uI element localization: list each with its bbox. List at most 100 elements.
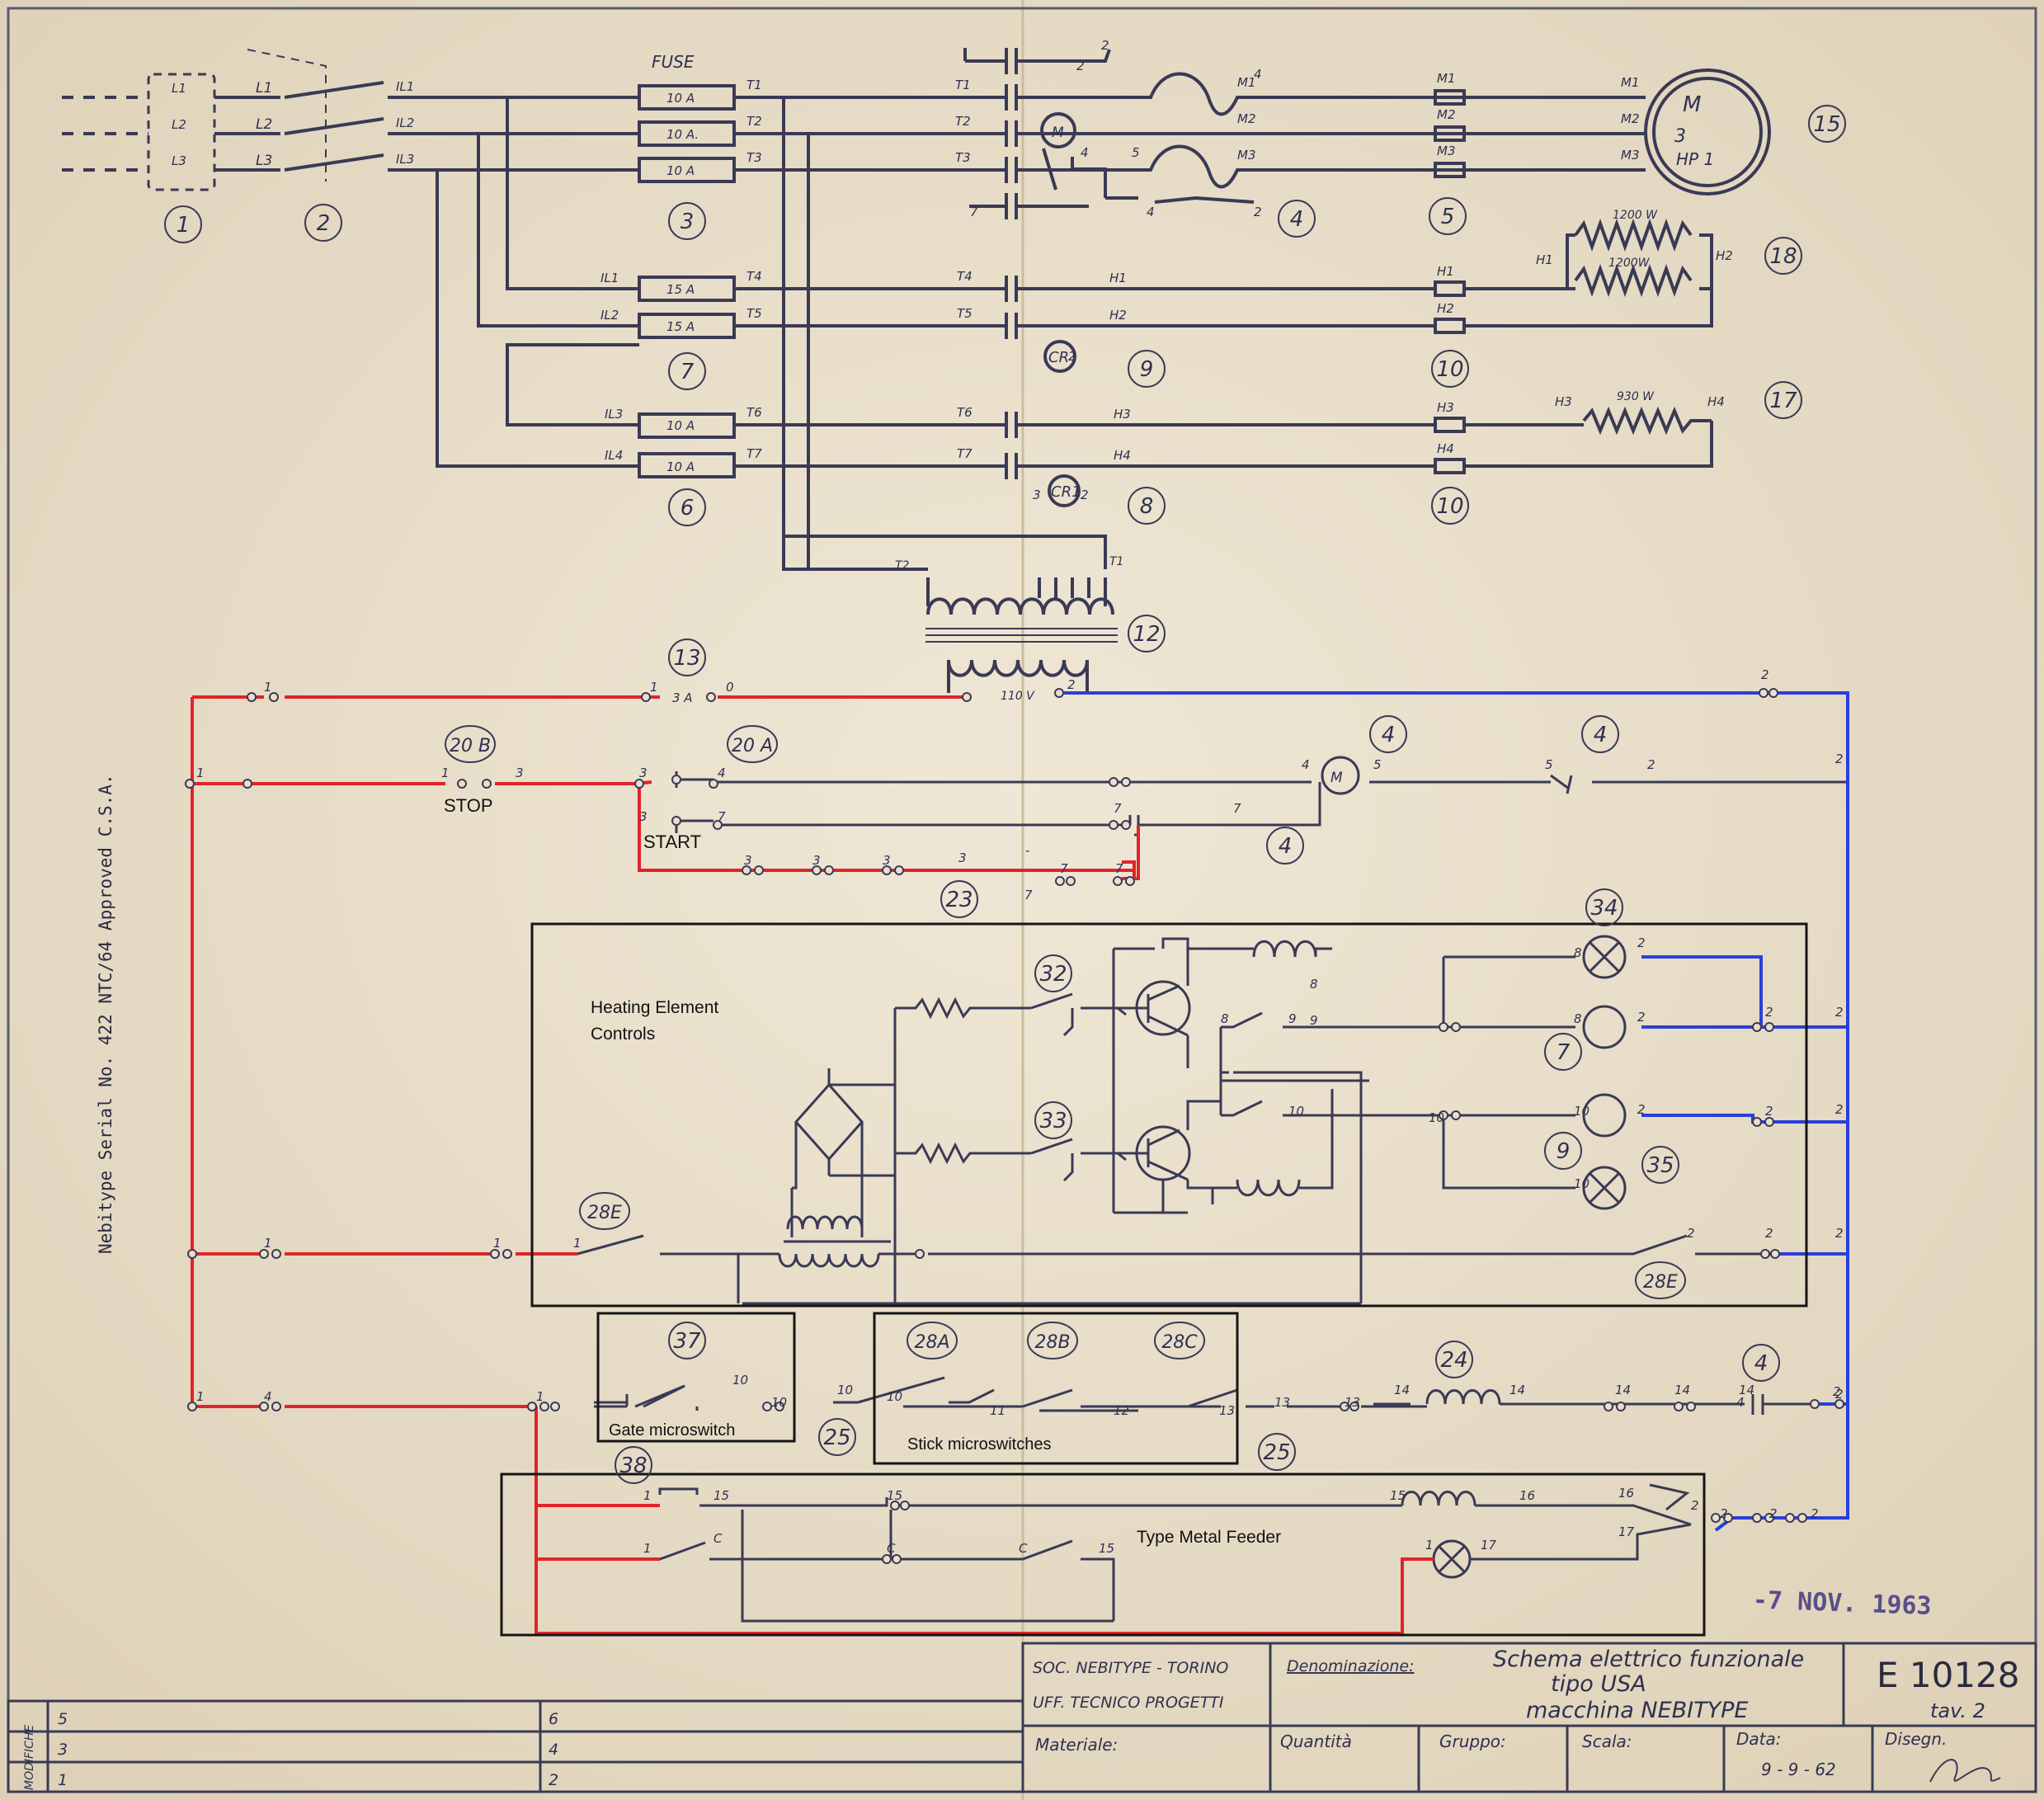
wire-number: 16 xyxy=(1519,1488,1535,1503)
wire-number: 15 xyxy=(1099,1541,1114,1556)
wire-number: 2 xyxy=(1068,349,1076,364)
materiale-label: Materiale: xyxy=(1035,1735,1118,1755)
ref-bubble: 4 xyxy=(1369,715,1407,753)
ref-bubble-label: 28C xyxy=(1161,1332,1198,1353)
wire-number: 3 xyxy=(744,853,752,868)
gruppo-label: Gruppo: xyxy=(1439,1732,1506,1751)
wire-number: 17 xyxy=(1618,1524,1635,1539)
ref-bubble: 4 xyxy=(1742,1344,1780,1382)
label-h4-c: H4 xyxy=(1437,441,1454,456)
timer-motor-m: M xyxy=(1052,125,1064,141)
terminal-dot xyxy=(1674,1402,1684,1411)
label-m1-b: M1 xyxy=(1437,71,1456,86)
terminal-dot xyxy=(754,865,764,875)
ref-bubble: 34 xyxy=(1585,888,1623,926)
wire-number: 3 xyxy=(883,853,891,868)
transformer-t1: T1 xyxy=(1109,555,1123,568)
terminal-dot xyxy=(671,816,681,826)
wire-number: 4 xyxy=(1254,67,1262,82)
terminal-dot xyxy=(1723,1513,1733,1523)
ref-bubble-label: 13 xyxy=(673,646,700,671)
terminal-dot xyxy=(882,1554,892,1564)
ref-bubble-outline xyxy=(1128,615,1166,653)
wire-number: 10 xyxy=(771,1395,787,1410)
ref-bubble-outline xyxy=(727,725,778,763)
terminal-dot xyxy=(1066,876,1076,886)
terminal-dot xyxy=(900,1501,910,1510)
motor-three: 3 xyxy=(1674,126,1686,147)
ref-bubble-outline xyxy=(445,725,496,763)
ref-bubble-label: 33 xyxy=(1039,1109,1067,1133)
wire-number: 5 xyxy=(1373,757,1382,772)
ref-bubble: 28C xyxy=(1154,1322,1205,1359)
wire-number: 1 xyxy=(573,1236,582,1251)
wire-number: 2 xyxy=(1637,1010,1646,1025)
ref-bubble-label: 5 xyxy=(1441,205,1455,229)
sheet-tav: tav. 2 xyxy=(1930,1699,1985,1722)
wire-number: 8 xyxy=(1574,1011,1582,1026)
label-h1: H1 xyxy=(1536,252,1553,267)
ref-bubble-outline xyxy=(1128,350,1166,388)
ref-bubble: 4 xyxy=(1278,200,1316,238)
wire-number: 13 xyxy=(1219,1403,1235,1418)
wire-number: 11 xyxy=(990,1403,1006,1418)
ref-bubble: 13 xyxy=(668,638,706,676)
heater-1200w-b: 1200W xyxy=(1608,257,1651,270)
wire-number: 2 xyxy=(1835,1102,1844,1117)
terminal-dot xyxy=(1686,1402,1696,1411)
terminal-label: T7 xyxy=(746,446,762,461)
ref-bubble-outline xyxy=(1154,1322,1205,1359)
wire-number: - xyxy=(1025,843,1029,858)
ref-bubble: 9 xyxy=(1128,350,1166,388)
terminal-dot xyxy=(634,779,644,789)
terminal-dot xyxy=(713,820,723,830)
label-h2: H2 xyxy=(1716,248,1733,263)
ref-bubble: 35 xyxy=(1641,1146,1679,1184)
terminal-dot xyxy=(1764,1022,1774,1032)
ref-bubble-outline xyxy=(579,1192,630,1230)
terminal-dot xyxy=(1764,1117,1774,1127)
ref-bubble: 24 xyxy=(1435,1341,1473,1378)
wire-number: 1 xyxy=(441,766,450,780)
ref-bubble: 25 xyxy=(1258,1433,1296,1471)
ref-bubble-outline xyxy=(668,638,706,676)
fuse-header: FUSE xyxy=(652,52,695,72)
ref-bubble: 1 xyxy=(164,205,202,243)
ref-bubble: 32 xyxy=(1034,954,1072,992)
ref-bubble-label: 7 xyxy=(1557,1040,1571,1065)
terminal-dot xyxy=(812,865,822,875)
wire-number: 5 xyxy=(1545,757,1553,772)
terminal-dot xyxy=(1121,820,1131,830)
wire-number: 7 xyxy=(1233,801,1241,816)
ref-bubble-outline xyxy=(1266,827,1304,865)
wire-number: 1 xyxy=(196,766,205,780)
wire-number: 2 xyxy=(1691,1498,1699,1513)
ref-bubble-outline xyxy=(1544,1132,1582,1170)
label-h3: H3 xyxy=(1555,394,1572,409)
title-line-2: tipo USA xyxy=(1551,1671,1646,1697)
main-motor-m: M xyxy=(1330,770,1343,786)
terminal-dot xyxy=(709,779,718,789)
heating-title-1: Heating Element xyxy=(591,998,718,1017)
label-h1-b: H1 xyxy=(1109,271,1127,285)
wire-number: 4 xyxy=(1147,205,1155,219)
wire-number: 2 xyxy=(1687,1226,1695,1241)
ref-bubble-label: 28E xyxy=(1643,1272,1678,1293)
ref-bubble-label: 9 xyxy=(1140,357,1154,382)
motor-m: M xyxy=(1683,92,1701,117)
ref-bubble-label: 12 xyxy=(1133,622,1160,647)
wire-number: 2 xyxy=(1254,205,1262,219)
transformer-110v: 110 V xyxy=(1001,690,1035,703)
wire-number: 10 xyxy=(732,1373,748,1388)
wire-number: 15 xyxy=(887,1488,902,1503)
terminal-dot xyxy=(1752,1513,1762,1523)
ref-bubble: 3 xyxy=(668,202,706,240)
wire-number: 2 xyxy=(1835,752,1844,766)
wire-number: 14 xyxy=(1509,1383,1525,1397)
terminal-dot xyxy=(271,1402,281,1411)
label-h2-b: H2 xyxy=(1109,308,1127,323)
fuse-f2-rating: 10 A. xyxy=(666,127,699,142)
terminal-dot xyxy=(742,865,751,875)
